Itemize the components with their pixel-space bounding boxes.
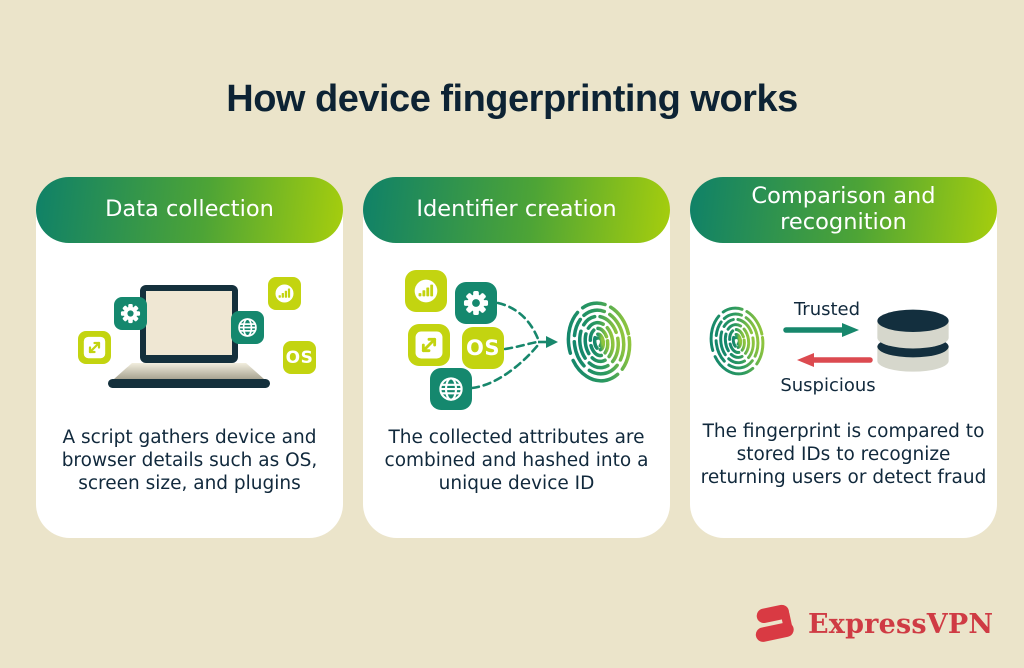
fingerprint-icon bbox=[566, 301, 632, 383]
fingerprint-icon bbox=[709, 306, 765, 376]
card-header-pill: Comparison and recognition bbox=[690, 177, 997, 243]
compare-arrows bbox=[783, 323, 873, 367]
trusted-label: Trusted bbox=[793, 299, 861, 320]
card-identifier-creation: Identifier creation bbox=[363, 177, 670, 538]
screen-size-expand-icon bbox=[408, 324, 450, 366]
suspicious-label: Suspicious bbox=[780, 375, 876, 396]
browser-globe-icon bbox=[231, 311, 264, 344]
expressvpn-logo-icon bbox=[755, 604, 794, 642]
card-description: The collected attributes are combined an… bbox=[384, 427, 649, 495]
card-header-pill: Data collection bbox=[36, 177, 343, 243]
os-label: OS bbox=[466, 336, 500, 360]
os-label: OS bbox=[285, 347, 314, 368]
card-data-collection: Data collection bbox=[36, 177, 343, 538]
browser-globe-icon bbox=[430, 368, 472, 410]
card-header-label: Comparison and recognition bbox=[751, 183, 936, 235]
brand-footer: ExpressVPN bbox=[750, 600, 993, 648]
database-icon bbox=[877, 309, 949, 372]
hash-flow-arrows bbox=[470, 301, 558, 390]
os-icon: OS bbox=[462, 327, 504, 369]
page-title: How device fingerprinting works bbox=[226, 78, 798, 120]
os-icon: OS bbox=[283, 341, 316, 374]
screen-size-expand-icon bbox=[78, 331, 111, 364]
card-description: The fingerprint is compared to stored ID… bbox=[700, 421, 987, 489]
card-comparison-recognition: Comparison and recognition Trusted bbox=[690, 177, 997, 538]
laptop-icon bbox=[108, 285, 270, 388]
settings-gear-icon bbox=[114, 297, 147, 330]
brand-wordmark: ExpressVPN bbox=[808, 608, 994, 640]
card-header-label: Identifier creation bbox=[416, 196, 617, 223]
plugins-chart-icon bbox=[405, 270, 447, 312]
card-header-label: Data collection bbox=[105, 196, 274, 223]
card-description: A script gathers device and browser deta… bbox=[61, 427, 318, 495]
settings-gear-icon bbox=[455, 282, 497, 324]
plugins-chart-icon bbox=[268, 277, 301, 310]
card-header-pill: Identifier creation bbox=[363, 177, 670, 243]
